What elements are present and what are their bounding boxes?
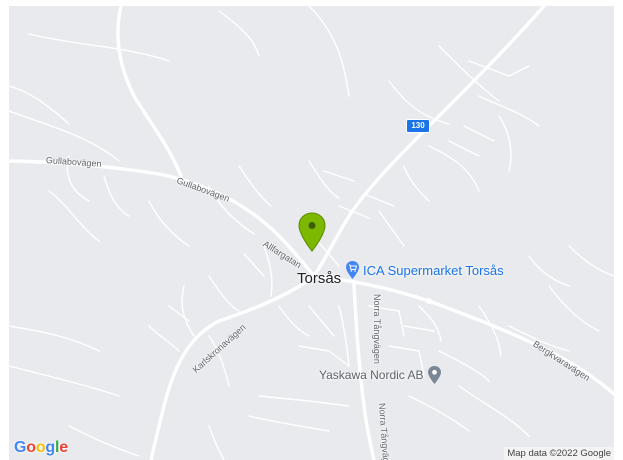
google-logo-letter: g [45,439,55,456]
town-label-torsas[interactable]: Torsås [297,270,342,287]
poi-label: Yaskawa Nordic AB [319,368,424,382]
poi-yaskawa-nordic[interactable]: Yaskawa Nordic AB [319,366,441,384]
poi-ica-supermarket[interactable]: ICA Supermarket Torsås [346,261,504,279]
road-label-norra-tangvagen: Norra Tångvägen [372,294,382,364]
poi-label: ICA Supermarket Torsås [363,262,504,278]
roundabout [426,298,432,304]
google-logo: Google [14,439,68,457]
google-logo-letter: o [26,439,36,456]
route-130-shield: 130 [406,119,430,133]
google-logo-letter: G [14,439,27,456]
map-canvas[interactable]: Gullabovägen Gullabovägen Allfargatan Ka… [9,6,614,460]
location-marker-icon[interactable] [298,212,326,252]
google-logo-letter: e [59,439,68,456]
google-logo-letter: l [54,439,60,456]
main-roads [9,6,614,460]
map-roads-layer [9,6,614,460]
map-attribution[interactable]: Map data ©2022 Google [504,447,614,460]
google-logo-letter: o [35,439,46,456]
place-pin-icon [427,366,441,384]
shopping-cart-icon [346,261,359,279]
minor-roads [9,6,614,460]
